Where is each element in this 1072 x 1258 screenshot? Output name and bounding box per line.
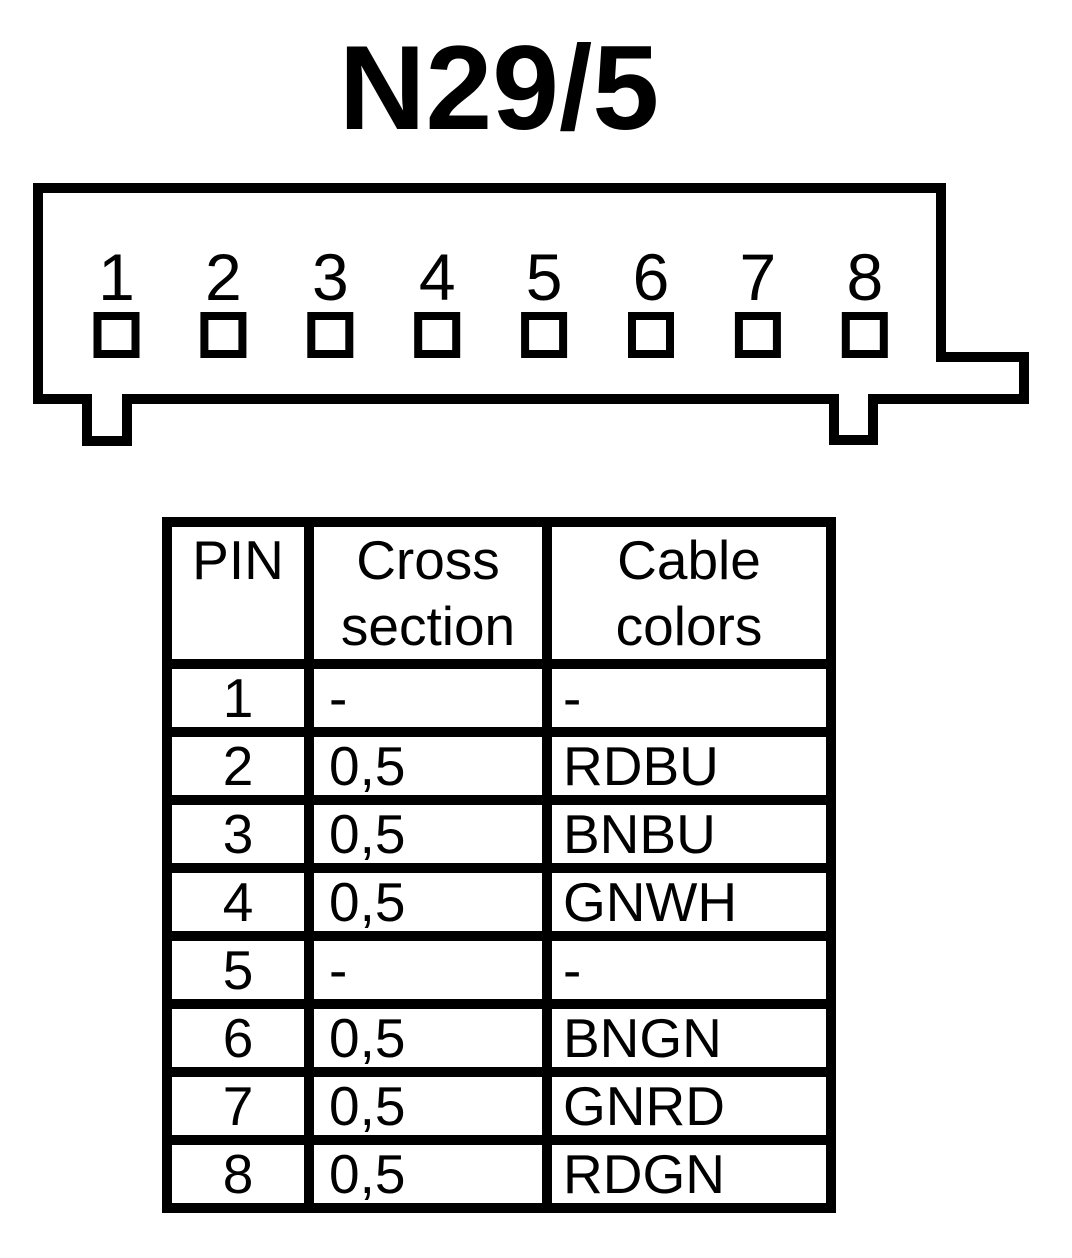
table-cell: - [542, 931, 836, 1009]
table-cell: 8 [162, 1135, 314, 1213]
table-cell: 7 [162, 1067, 314, 1145]
pin-label: 5 [526, 240, 563, 314]
table-cell: - [304, 931, 552, 1009]
table-cell: 6 [162, 999, 314, 1077]
pin-square [628, 312, 674, 358]
table-cell: GNWH [542, 863, 836, 941]
pin-label: 8 [846, 240, 883, 314]
table-row: 1-- [162, 659, 836, 737]
table-cell: RDBU [542, 727, 836, 805]
pin-square [414, 312, 461, 358]
table-cell: 5 [162, 931, 314, 1009]
pin-label: 3 [312, 240, 349, 314]
table-cell: 0,5 [304, 863, 552, 941]
table-header-cell: PIN [162, 517, 314, 669]
table-cell: - [542, 659, 836, 737]
table-cell: BNGN [542, 999, 836, 1077]
pin-square [521, 312, 568, 358]
table-cell: 1 [162, 659, 314, 737]
pin-label: 6 [633, 240, 670, 314]
table-cell: 3 [162, 795, 314, 873]
table-cell: 0,5 [304, 1067, 552, 1145]
pin-square [841, 312, 888, 358]
pin-square [200, 312, 247, 358]
table-cell: BNBU [542, 795, 836, 873]
table-header-cell: Cross section [304, 517, 552, 669]
table-row: 5-- [162, 931, 836, 1009]
table-cell: 0,5 [304, 727, 552, 805]
table-cell: 2 [162, 727, 314, 805]
pin-label: 7 [740, 240, 777, 314]
table-cell: 4 [162, 863, 314, 941]
pin-square [734, 312, 781, 358]
table-cell: - [304, 659, 552, 737]
pin-label: 4 [419, 240, 456, 314]
table-cell: 0,5 [304, 999, 552, 1077]
table-cell: GNRD [542, 1067, 836, 1145]
pin-label: 1 [98, 240, 135, 314]
connector-title: N29/5 [338, 21, 660, 155]
table-cell: 0,5 [304, 1135, 552, 1213]
table-cell: 0,5 [304, 795, 552, 873]
table-cell: RDGN [542, 1135, 836, 1213]
table-header-cell: Cable colors [542, 517, 836, 669]
pin-label: 2 [205, 240, 242, 314]
pin-square [307, 312, 354, 358]
pin-square [93, 312, 140, 358]
